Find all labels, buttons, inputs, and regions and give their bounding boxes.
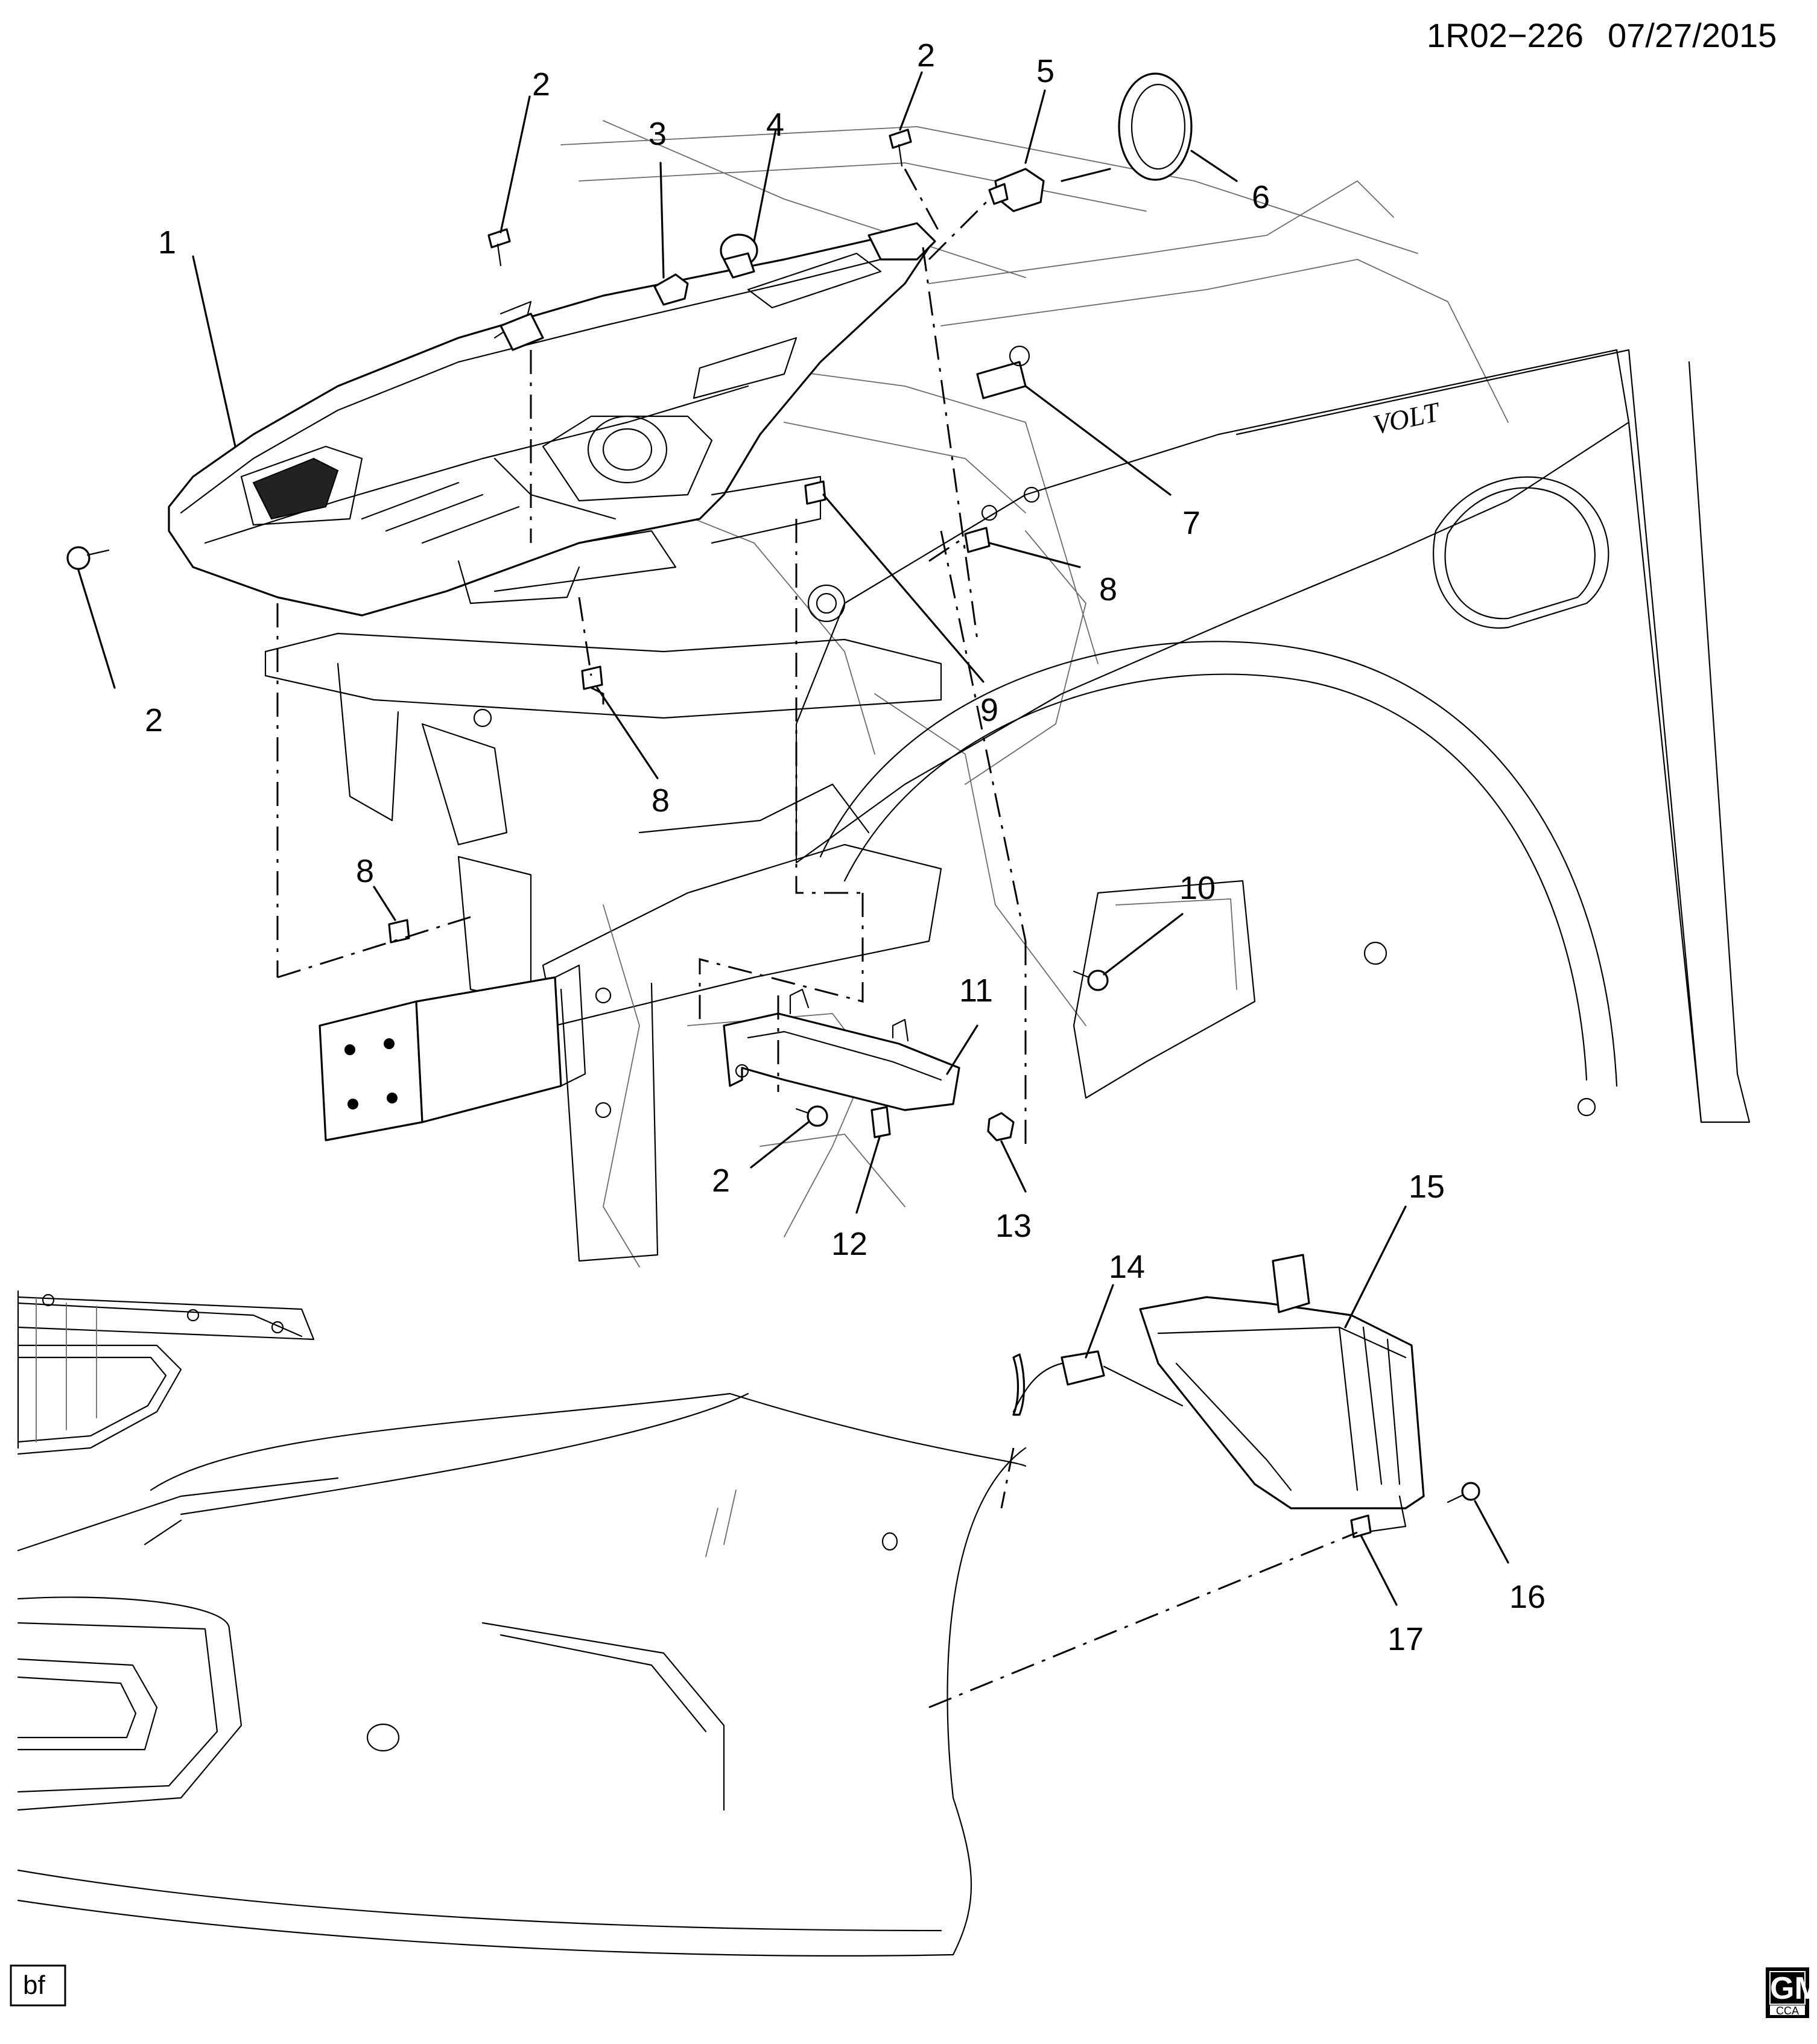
callout-17: 17 [1387, 1621, 1424, 1657]
callout-15: 15 [1409, 1169, 1445, 1205]
bracket-11 [723, 988, 960, 1111]
screw-16 [1447, 1482, 1480, 1503]
diagram-id: 1R02−226 [1427, 16, 1584, 54]
callout-3: 3 [648, 116, 667, 152]
callout-2-left: 2 [145, 702, 163, 738]
bolt-2-lower [795, 1105, 828, 1127]
callout-10: 10 [1179, 870, 1216, 906]
small-parts [66, 72, 1480, 1538]
callout-6: 6 [1252, 179, 1270, 215]
front-fascia [17, 1290, 1027, 1957]
callout-7: 7 [1182, 505, 1200, 541]
background-structure [264, 120, 1509, 1268]
callout-2-bracket: 2 [712, 1163, 730, 1199]
connector-14 [1012, 1350, 1184, 1416]
gm-logo: GM CCA [1766, 1967, 1817, 2018]
callout-5: 5 [1036, 53, 1054, 89]
bolt-2-top-left [487, 228, 511, 267]
nut-13 [987, 1112, 1015, 1141]
fender: VOLT [795, 349, 1751, 1123]
diagram-date: 07/27/2015 [1608, 16, 1777, 54]
fog-lamp-15 [1139, 1254, 1425, 1534]
callout-1: 1 [158, 224, 176, 261]
header: 1R02−226 07/27/2015 [1427, 16, 1777, 54]
bulb-5 [988, 168, 1045, 212]
clip-9 [804, 480, 826, 505]
callouts: 1 2 2 2 2 3 4 5 6 7 8 8 8 9 10 11 12 13 … [145, 37, 1546, 1657]
callout-16: 16 [1509, 1579, 1546, 1615]
screw-10 [1073, 970, 1109, 991]
clip-8-center [581, 665, 603, 690]
headlamp-assembly [168, 222, 936, 617]
alignment-lines [276, 168, 1358, 1709]
callout-11: 11 [959, 973, 993, 1009]
bolt-2-left [66, 546, 110, 570]
clip-7 [976, 345, 1030, 399]
footer: bf GM CCA [10, 1964, 1817, 2018]
initials-box [10, 1964, 66, 2007]
callout-4: 4 [766, 107, 784, 143]
callout-8-lower: 8 [356, 853, 374, 889]
screw-12 [870, 1106, 891, 1138]
callout-14: 14 [1109, 1249, 1145, 1285]
clip-8-right [964, 527, 991, 553]
bolt-2-top-center [889, 129, 912, 167]
callout-13: 13 [995, 1208, 1032, 1244]
callout-8-right: 8 [1099, 571, 1117, 608]
initials-text: bf [23, 1970, 45, 2000]
clip-17 [1350, 1514, 1372, 1538]
leader-lines [77, 71, 1509, 1606]
seal-6 [1118, 72, 1193, 181]
callout-2-top: 2 [917, 37, 935, 74]
callout-8-center: 8 [652, 782, 670, 819]
clip-8-lower [388, 919, 410, 944]
gm-logo-sub: CCA [1776, 2005, 1799, 2017]
bulb-3 [653, 273, 689, 306]
callout-9: 9 [980, 692, 998, 728]
gm-logo-text: GM [1770, 1971, 1817, 2006]
callout-2-top-left: 2 [532, 66, 550, 103]
callout-12: 12 [831, 1226, 867, 1262]
socket-4 [720, 233, 758, 279]
